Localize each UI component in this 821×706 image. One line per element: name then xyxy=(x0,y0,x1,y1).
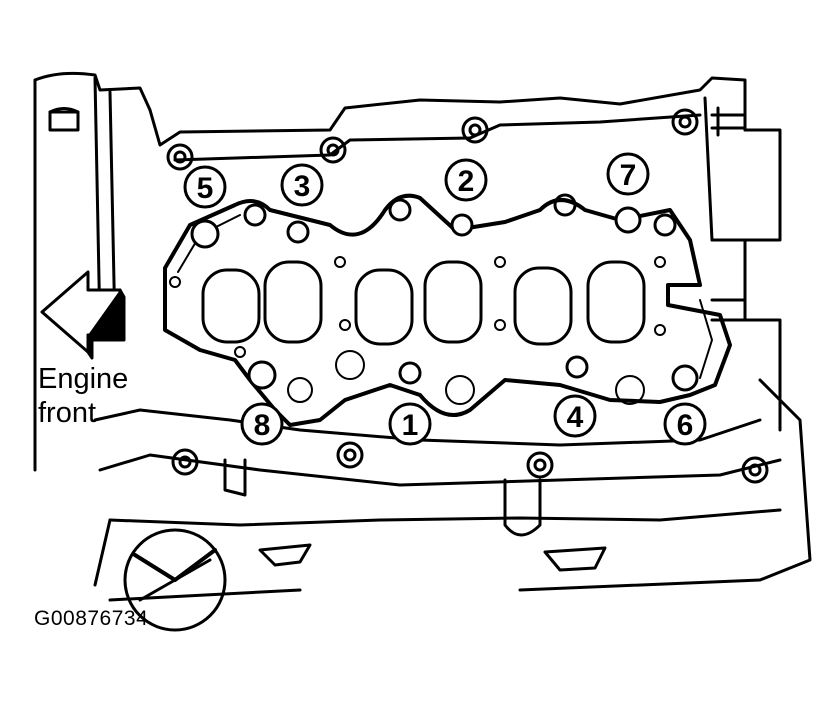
callout-5-circle xyxy=(183,165,227,209)
callout-4: 4 xyxy=(567,401,584,434)
callout-8-circle xyxy=(240,402,284,446)
bolt-bosses xyxy=(166,108,769,484)
callout-8: 8 xyxy=(254,409,271,442)
callout-6-circle xyxy=(663,402,707,446)
figure-id: G00876734 xyxy=(34,607,149,630)
engine-front-arrow xyxy=(40,270,126,360)
engine-front-label-line2: front xyxy=(38,397,97,429)
callouts xyxy=(183,152,707,446)
gasket-bolts xyxy=(190,206,699,392)
callout-6: 6 xyxy=(677,409,694,442)
callout-2: 2 xyxy=(458,165,475,198)
callout-3: 3 xyxy=(294,170,311,203)
callout-7: 7 xyxy=(620,159,637,192)
callout-3-circle xyxy=(280,163,324,207)
engine-block-outline xyxy=(33,71,812,632)
manifold-gasket xyxy=(163,193,732,427)
gasket-holes xyxy=(169,256,666,405)
engine-front-label-line1: Engine xyxy=(38,363,129,395)
engine-front-label: Engine front xyxy=(38,362,128,430)
callout-1-circle xyxy=(388,402,432,446)
callout-4-circle xyxy=(553,394,597,438)
callout-7-circle xyxy=(606,152,650,196)
callout-1: 1 xyxy=(402,409,419,442)
callout-numbers: 5 3 2 7 8 1 4 6 xyxy=(197,159,694,442)
callout-5: 5 xyxy=(197,172,214,205)
intake-ports xyxy=(201,260,646,346)
callout-2-circle xyxy=(444,158,488,202)
